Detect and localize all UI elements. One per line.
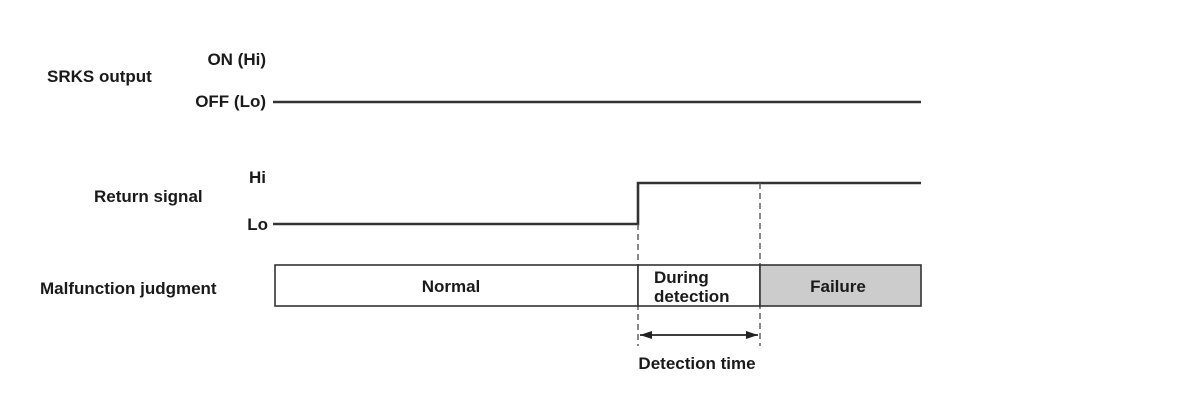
failure-segment-label: Failure	[810, 277, 866, 296]
srks-hi-level-label: ON (Hi)	[207, 50, 266, 69]
return-signal-group: Return signal Hi Lo	[94, 168, 921, 234]
srks-output-group: SRKS output ON (Hi) OFF (Lo)	[47, 50, 921, 111]
during-detection-segment	[637, 264, 761, 307]
return-signal-waveform	[273, 181, 921, 226]
srks-output-label: SRKS output	[47, 67, 152, 86]
return-signal-label: Return signal	[94, 187, 203, 206]
during-detection-label-line1: During	[654, 268, 709, 287]
during-detection-label-line2: detection	[654, 287, 730, 306]
srks-lo-level-label: OFF (Lo)	[195, 92, 266, 111]
failure-segment	[759, 264, 922, 307]
detection-time-dimension: Detection time	[638, 331, 758, 373]
detection-time-label: Detection time	[638, 354, 755, 373]
malfunction-judgment-label: Malfunction judgment	[40, 279, 217, 298]
malfunction-judgment-group: Malfunction judgment Normal During detec…	[40, 264, 922, 307]
normal-segment-label: Normal	[422, 277, 481, 296]
return-hi-level-label: Hi	[249, 168, 266, 187]
return-lo-level-label: Lo	[247, 215, 268, 234]
